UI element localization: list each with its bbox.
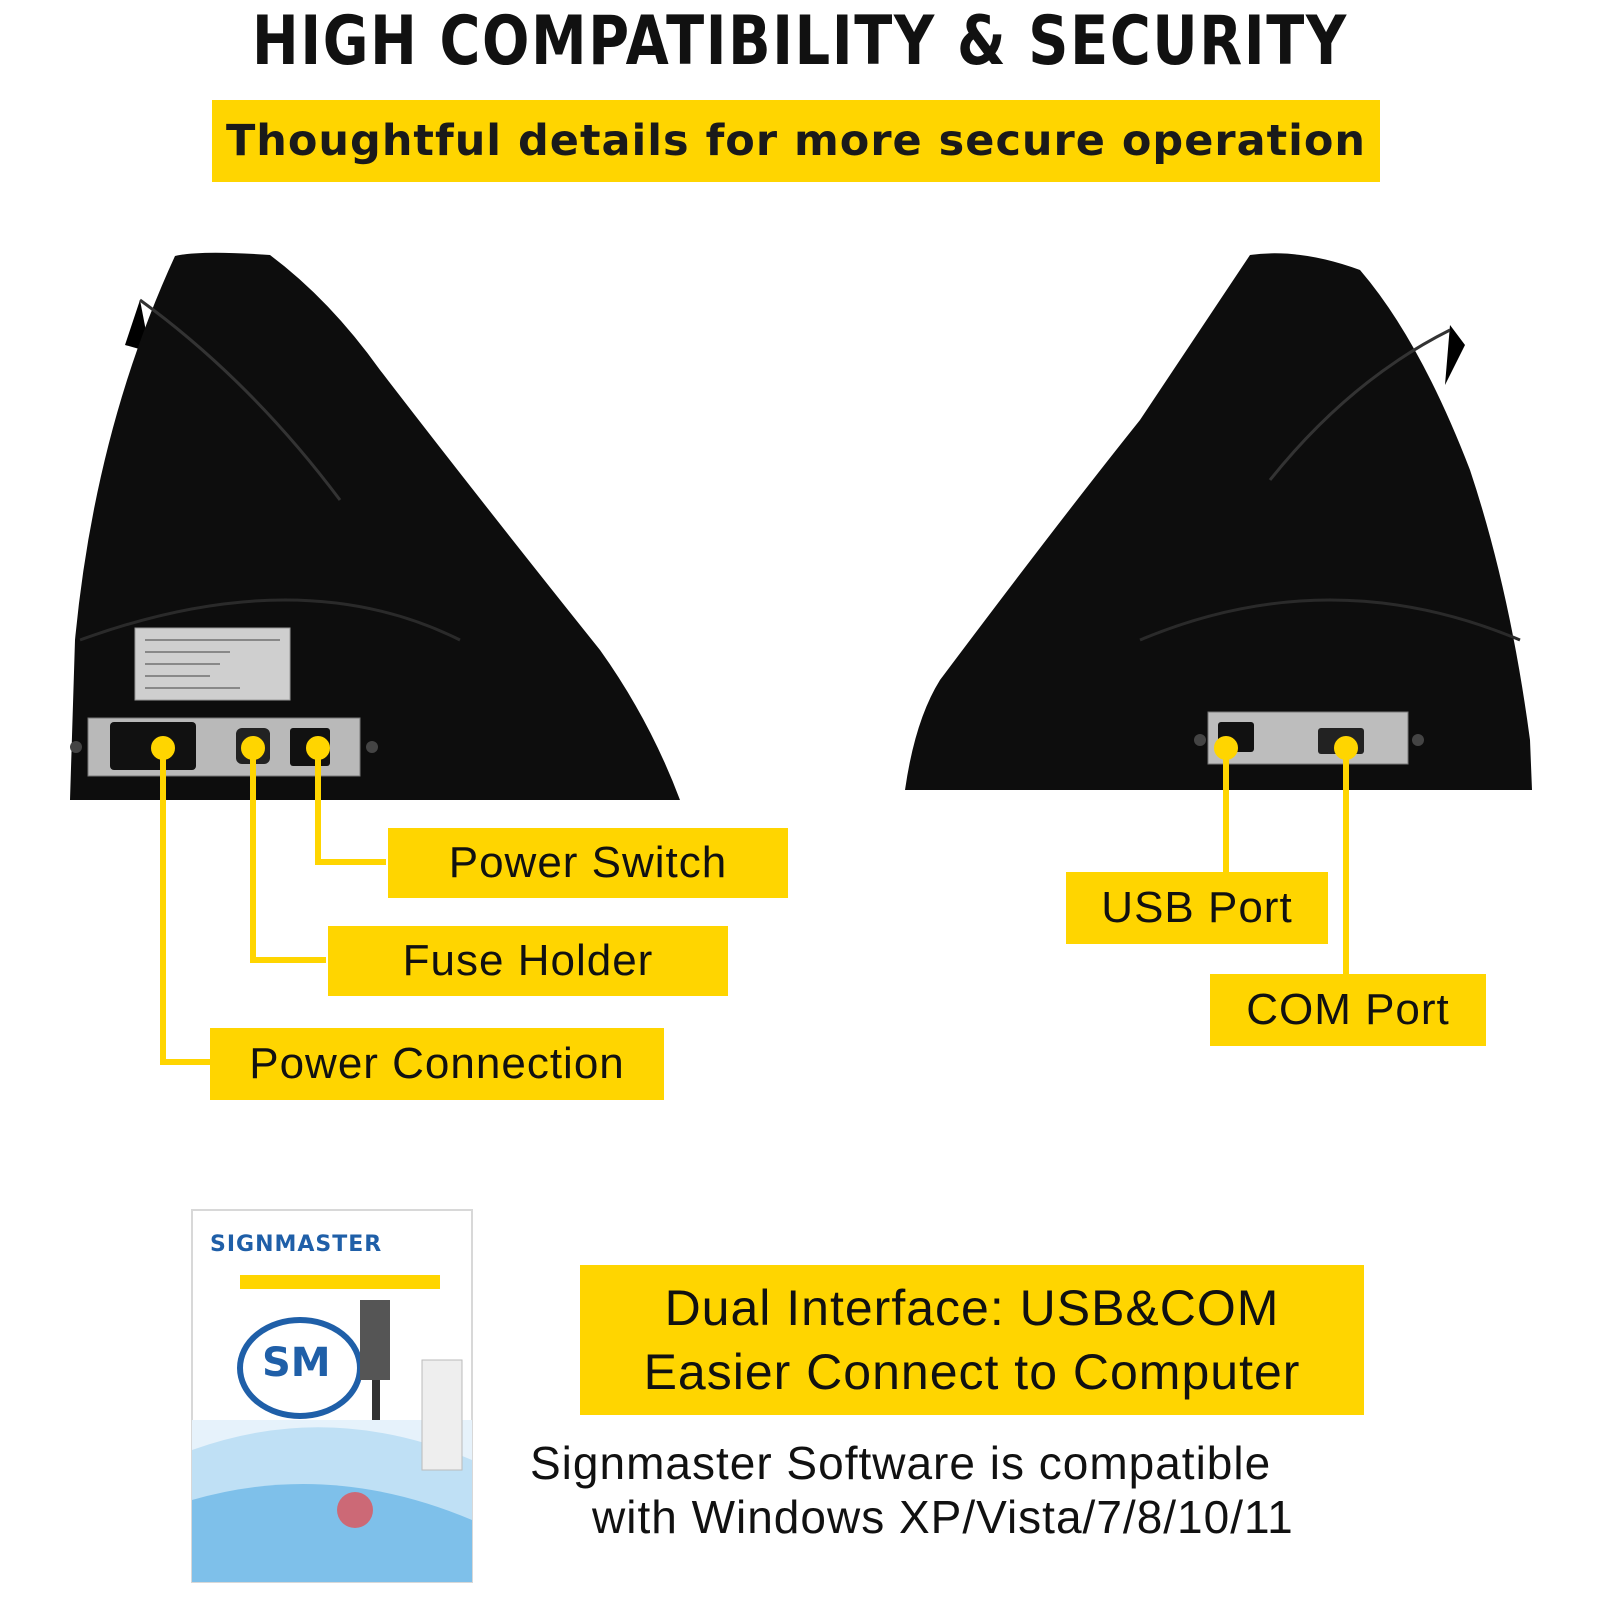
callout-lines-right [1214, 736, 1358, 974]
compatibility-line1: Signmaster Software is compatible [530, 1437, 1272, 1489]
left-device [70, 252, 680, 800]
software-box [191, 1209, 473, 1583]
software-box-logo: SM [262, 1340, 331, 1386]
dual-interface-line1: Dual Interface: USB&COM [664, 1280, 1280, 1336]
subtitle-banner: Thoughtful details for more secure opera… [212, 100, 1380, 182]
software-box-brand: SIGNMASTER [210, 1232, 383, 1257]
label-usb-port: USB Port [1066, 872, 1328, 944]
dual-interface-box: Dual Interface: USB&COM Easier Connect t… [580, 1265, 1364, 1415]
callout-lines-left [151, 736, 386, 1065]
page-title: HIGH COMPATIBILITY & SECURITY [252, 2, 1348, 81]
label-com-port: COM Port [1210, 974, 1486, 1046]
compatibility-text: Signmaster Software is compatible with W… [530, 1436, 1490, 1544]
right-device [905, 253, 1532, 790]
label-power-connection: Power Connection [210, 1028, 664, 1100]
dual-interface-line2: Easier Connect to Computer [643, 1344, 1301, 1400]
label-power-switch: Power Switch [388, 828, 788, 898]
compatibility-line2: with Windows XP/Vista/7/8/10/11 [592, 1491, 1294, 1543]
label-fuse-holder: Fuse Holder [328, 926, 728, 996]
